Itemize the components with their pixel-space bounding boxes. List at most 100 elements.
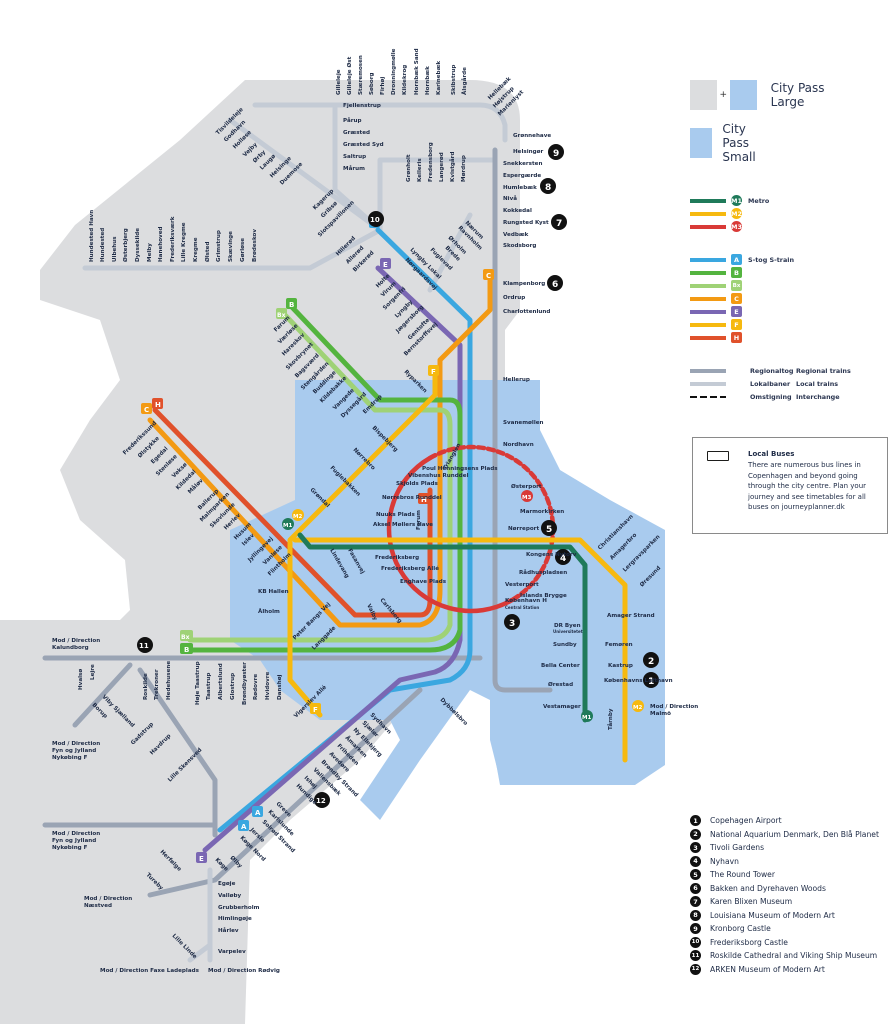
- legend-bx: Bx: [690, 279, 890, 292]
- svg-text:Enghave Plads: Enghave Plads: [400, 579, 447, 585]
- svg-text:Ålholm: Ålholm: [258, 608, 280, 615]
- svg-text:Lille Kregme: Lille Kregme: [181, 222, 187, 262]
- svg-text:Pårup: Pårup: [343, 117, 361, 124]
- svg-text:11: 11: [139, 642, 149, 650]
- svg-text:Ølsted: Ølsted: [204, 242, 211, 262]
- svg-text:Vestamager: Vestamager: [543, 704, 581, 710]
- svg-text:Poul Henningsens Plads: Poul Henningsens Plads: [422, 466, 498, 472]
- svg-text:Egøje: Egøje: [218, 881, 236, 887]
- svg-text:4: 4: [560, 554, 566, 564]
- svg-text:Mårum: Mårum: [343, 165, 365, 172]
- svg-text:Søborg: Søborg: [369, 73, 375, 95]
- station-labels: Fjellenstrup Pårup Græsted Græsted Syd S…: [52, 103, 698, 974]
- svg-text:Frederiksværk: Frederiksværk: [170, 216, 176, 262]
- svg-text:Hornbæk Sand: Hornbæk Sand: [414, 48, 420, 95]
- svg-text:Hundested Havn: Hundested Havn: [89, 210, 95, 262]
- svg-text:5: 5: [546, 525, 552, 535]
- svg-text:Malmö: Malmö: [650, 711, 671, 717]
- svg-text:M3: M3: [522, 495, 531, 501]
- legend-f: F: [690, 318, 890, 331]
- svg-text:6: 6: [552, 280, 558, 290]
- svg-text:Skjolds Plads: Skjolds Plads: [396, 481, 439, 487]
- svg-text:M1: M1: [582, 715, 591, 721]
- line-m3-ring: [386, 455, 515, 614]
- svg-text:Saltrup: Saltrup: [343, 154, 366, 160]
- svg-text:B: B: [289, 301, 294, 309]
- svg-text:Nuuks Plads: Nuuks Plads: [376, 512, 415, 518]
- svg-text:Aksel Møllers Have: Aksel Møllers Have: [373, 522, 433, 528]
- svg-text:10: 10: [370, 216, 380, 224]
- svg-text:Ulbehus: Ulbehus: [112, 236, 118, 262]
- svg-text:F: F: [313, 706, 318, 714]
- svg-text:C: C: [486, 272, 491, 280]
- local-line-naerum: [427, 212, 473, 293]
- svg-text:Mod / Direction: Mod / Direction: [84, 896, 132, 902]
- svg-text:Høje Taastrup: Høje Taastrup: [195, 661, 201, 705]
- svg-text:Brødeskov: Brødeskov: [252, 229, 258, 262]
- svg-text:Hvidovre: Hvidovre: [265, 672, 271, 700]
- svg-text:2: 2: [648, 657, 654, 667]
- svg-text:Bx: Bx: [277, 312, 286, 319]
- legend-c: C: [690, 292, 890, 305]
- svg-text:Københavns Lufthavn: Københavns Lufthavn: [604, 678, 673, 684]
- svg-text:Bella Center: Bella Center: [541, 663, 580, 669]
- svg-text:3: 3: [509, 619, 515, 629]
- svg-text:Femøren: Femøren: [605, 642, 633, 648]
- svg-text:Nykøbing F: Nykøbing F: [52, 845, 88, 851]
- svg-text:Dyssekilde: Dyssekilde: [135, 228, 141, 262]
- city-pass-small-row: City Pass Small: [690, 122, 773, 164]
- local-line-north-coast: [252, 102, 508, 143]
- amager-zone: [490, 560, 665, 785]
- svg-text:Firhøj: Firhøj: [380, 77, 386, 95]
- svg-text:Snekkersten: Snekkersten: [503, 161, 542, 167]
- svg-text:Hellerup: Hellerup: [503, 377, 530, 383]
- svg-text:Nivå: Nivå: [503, 195, 517, 202]
- svg-text:Skodsborg: Skodsborg: [503, 243, 536, 249]
- svg-text:Hvalsø: Hvalsø: [78, 669, 84, 690]
- svg-text:12: 12: [316, 797, 326, 805]
- svg-text:Nørrebros Runddel: Nørrebros Runddel: [382, 495, 442, 501]
- svg-text:M2: M2: [633, 705, 642, 711]
- svg-text:Central Station: Central Station: [505, 605, 539, 610]
- svg-text:Glostrup: Glostrup: [230, 673, 236, 700]
- svg-text:Skibstrup: Skibstrup: [451, 65, 457, 95]
- svg-text:Trekroner: Trekroner: [154, 669, 160, 700]
- svg-text:Valløby: Valløby: [218, 893, 241, 899]
- svg-text:Varpelev: Varpelev: [218, 949, 246, 955]
- svg-text:Kongens Nytorv: Kongens Nytorv: [526, 552, 577, 558]
- svg-text:C: C: [144, 406, 149, 414]
- svg-text:Karinebæk: Karinebæk: [436, 61, 442, 95]
- svg-text:Vibenshus Runddel: Vibenshus Runddel: [408, 473, 469, 479]
- local-line-lille-nord: [377, 157, 498, 233]
- svg-text:Mod / Direction: Mod / Direction: [52, 831, 100, 837]
- svg-text:Frederiksberg Allé: Frederiksberg Allé: [381, 565, 439, 572]
- svg-text:Tårnby: Tårnby: [607, 708, 614, 730]
- plus-sign: +: [719, 90, 728, 100]
- hundested-labels: Hundested Havn Hundested Ulbehus Østerbj…: [89, 210, 258, 262]
- legend-m3: M3: [690, 220, 890, 233]
- svg-text:Kregme: Kregme: [193, 237, 199, 262]
- svg-text:9: 9: [553, 149, 559, 159]
- svg-text:Universitetet: Universitetet: [553, 629, 583, 634]
- svg-text:B: B: [184, 646, 189, 654]
- svg-text:Amager Strand: Amager Strand: [607, 613, 655, 619]
- legend-e: E: [690, 305, 890, 318]
- regional-south-line: [147, 687, 423, 898]
- legend-h: H: [690, 331, 890, 344]
- svg-text:Taastrup: Taastrup: [206, 673, 212, 700]
- svg-text:Espergærde: Espergærde: [503, 173, 541, 179]
- line-b: [187, 302, 463, 653]
- svg-text:Grimstrup: Grimstrup: [216, 230, 222, 262]
- line-m2: [292, 537, 628, 763]
- svg-text:F: F: [431, 368, 436, 376]
- line-f: [287, 372, 438, 718]
- svg-text:Fyn og Jylland: Fyn og Jylland: [52, 838, 96, 844]
- svg-text:Mod / Direction: Mod / Direction: [650, 704, 698, 710]
